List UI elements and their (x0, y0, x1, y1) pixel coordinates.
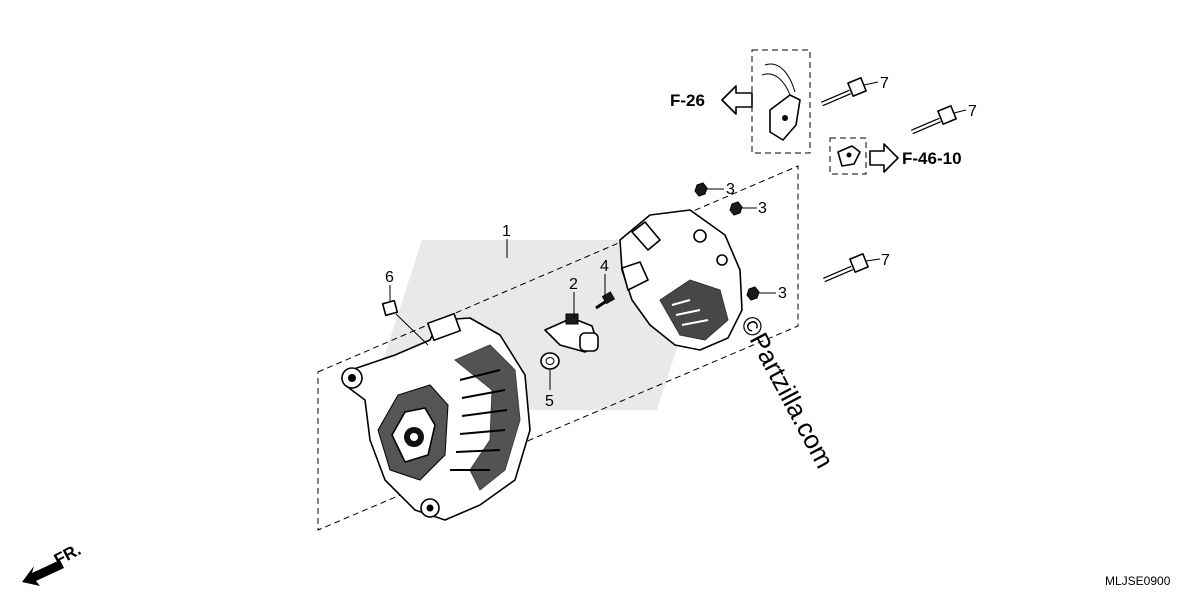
watermark-text: ©Partzilla.com (735, 311, 840, 473)
callout-6: 6 (385, 269, 394, 286)
rear-cover[interactable] (619, 209, 743, 351)
alternator-assembly[interactable] (341, 312, 531, 521)
nut-b[interactable] (729, 201, 743, 216)
bolt-c[interactable] (823, 253, 869, 283)
ref-label-f26[interactable]: F-26 (670, 91, 705, 110)
nut-a[interactable] (694, 182, 708, 197)
bracket-part[interactable] (761, 63, 801, 141)
front-direction-arrow-icon (22, 560, 64, 586)
callout-1: 1 (502, 223, 511, 240)
diagram-code: MLJSE0900 (1105, 574, 1171, 588)
callout-3b: 3 (758, 200, 767, 217)
callout-7a: 7 (880, 75, 889, 92)
callout-5: 5 (545, 393, 554, 410)
leader-lines (389, 81, 967, 390)
brush-holder[interactable] (544, 313, 599, 353)
callout-3a: 3 (726, 181, 735, 198)
ref-label-f46-10[interactable]: F-46-10 (902, 149, 962, 168)
ref-arrow-right-icon (869, 143, 899, 173)
bolt-b[interactable] (911, 105, 957, 135)
clip-part[interactable] (837, 145, 861, 167)
ref-arrow-left-icon (721, 85, 753, 115)
callout-3c: 3 (778, 285, 787, 302)
callout-4: 4 (600, 258, 609, 275)
clip-inset-box (829, 137, 867, 175)
assembly-boundary (317, 165, 799, 531)
callout-7b: 7 (968, 103, 977, 120)
washer[interactable] (540, 352, 560, 370)
bolt-a[interactable] (821, 77, 867, 107)
nut-c[interactable] (746, 286, 760, 301)
terminal-nut[interactable] (381, 299, 399, 317)
callout-2: 2 (569, 276, 578, 293)
callout-7c: 7 (881, 252, 890, 269)
